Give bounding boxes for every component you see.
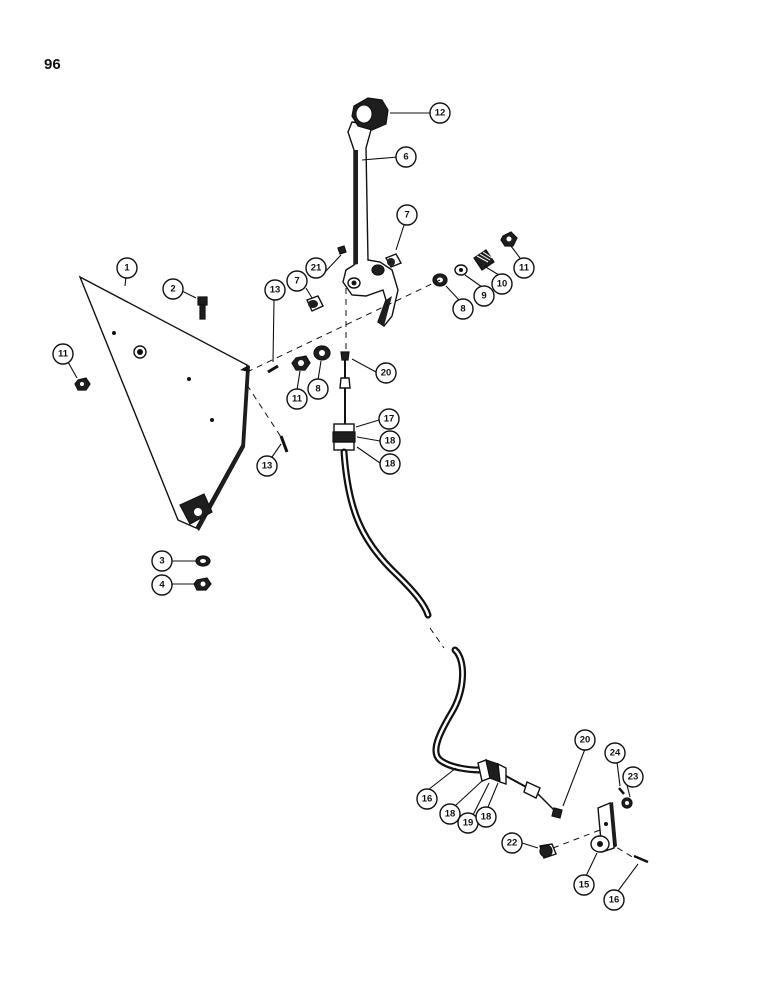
svg-text:11: 11 <box>292 394 303 405</box>
nut-left <box>74 377 91 391</box>
svg-text:18: 18 <box>481 812 492 823</box>
svg-text:9: 9 <box>481 291 486 302</box>
cable-end-20-top <box>339 351 351 424</box>
svg-text:8: 8 <box>315 384 320 395</box>
callout-7-left: 7 <box>286 270 308 292</box>
washer-8-middle <box>313 345 331 361</box>
callout-23: 23 <box>622 766 644 788</box>
callout-8-right: 8 <box>452 298 474 320</box>
panel-plate <box>78 275 250 531</box>
cable-fitting-bottom <box>477 759 557 813</box>
callout-1: 1 <box>116 257 138 279</box>
callout-20-bottom: 20 <box>574 729 596 751</box>
svg-text:6: 6 <box>403 152 408 163</box>
lever-knob <box>351 97 389 131</box>
spring-10 <box>473 249 495 271</box>
svg-text:4: 4 <box>159 580 165 591</box>
nut-11-middle <box>291 355 311 371</box>
svg-text:20: 20 <box>580 735 591 746</box>
leader-lines <box>67 112 639 892</box>
svg-text:11: 11 <box>58 349 69 360</box>
callout-12: 12 <box>429 102 451 124</box>
svg-text:13: 13 <box>270 285 281 296</box>
svg-text:18: 18 <box>445 809 456 820</box>
callout-13-lower: 13 <box>256 455 278 477</box>
pin-16 <box>633 854 649 864</box>
bracket-15 <box>590 801 617 853</box>
control-cable <box>340 448 484 774</box>
callout-21: 21 <box>305 257 327 279</box>
svg-text:20: 20 <box>381 368 392 379</box>
callout-6: 6 <box>395 146 417 168</box>
callout-18-upper-a: 17 <box>378 408 400 430</box>
callout-18-upper-b: 18 <box>379 453 401 475</box>
pin-13-lower <box>279 435 289 453</box>
washer-9 <box>454 264 468 276</box>
svg-text:7: 7 <box>294 276 299 287</box>
cable-end-20-bottom <box>551 807 563 819</box>
svg-text:21: 21 <box>311 263 322 274</box>
svg-text:11: 11 <box>519 263 530 274</box>
pin-24 <box>618 787 625 795</box>
svg-text:7: 7 <box>404 210 409 221</box>
callout-11-middle: 11 <box>286 388 308 410</box>
callout-13-upper: 13 <box>264 279 286 301</box>
callout-17: 16 <box>416 788 438 810</box>
svg-text:16: 16 <box>422 794 433 805</box>
callout-15: 15 <box>573 874 595 896</box>
page-number: 96 <box>44 56 61 73</box>
callout-7-right: 7 <box>396 204 418 226</box>
callout-10: 10 <box>491 273 513 295</box>
bolt <box>197 296 208 320</box>
svg-text:22: 22 <box>507 838 518 849</box>
pin-13-upper <box>267 364 279 374</box>
svg-text:24: 24 <box>610 748 621 759</box>
cable-fitting-top <box>332 423 356 451</box>
svg-text:8: 8 <box>460 304 465 315</box>
callout-2: 2 <box>162 278 184 300</box>
callout-3: 3 <box>151 550 173 572</box>
callout-20-top: 20 <box>375 362 397 384</box>
callout-24: 24 <box>604 742 626 764</box>
callout-4: 4 <box>151 574 173 596</box>
callout-19-top: 18 <box>379 430 401 452</box>
control-lever <box>342 121 399 327</box>
callout-18-lower-b: 18 <box>475 806 497 828</box>
bolt-22 <box>539 843 557 859</box>
svg-text:2: 2 <box>170 284 175 295</box>
callout-9: 9 <box>473 285 495 307</box>
callout-11-left: 11 <box>52 343 74 365</box>
svg-text:18: 18 <box>385 436 396 447</box>
svg-text:1: 1 <box>124 263 130 274</box>
callout-8-middle: 8 <box>307 378 329 400</box>
svg-text:12: 12 <box>435 108 446 119</box>
svg-text:17: 17 <box>384 414 395 425</box>
svg-text:13: 13 <box>262 461 273 472</box>
svg-text:16: 16 <box>609 895 620 906</box>
svg-text:10: 10 <box>497 279 508 290</box>
callout-22: 22 <box>501 832 523 854</box>
nut-21 <box>337 245 347 255</box>
callout-18-lower-a: 18 <box>439 803 461 825</box>
svg-text:15: 15 <box>579 880 590 891</box>
callout-19-bottom: 19 <box>457 812 479 834</box>
bushing-7-right <box>385 253 402 268</box>
nut-11-right <box>500 231 518 247</box>
svg-text:19: 19 <box>463 818 474 829</box>
svg-text:23: 23 <box>628 772 639 783</box>
washer-23 <box>621 797 633 809</box>
callout-11-right: 11 <box>513 257 535 279</box>
nut-4 <box>193 577 212 591</box>
bushing-7-left <box>306 295 324 312</box>
svg-text:18: 18 <box>385 459 396 470</box>
washer-3 <box>195 555 211 567</box>
callout-16: 16 <box>603 889 625 911</box>
svg-text:3: 3 <box>159 556 164 567</box>
